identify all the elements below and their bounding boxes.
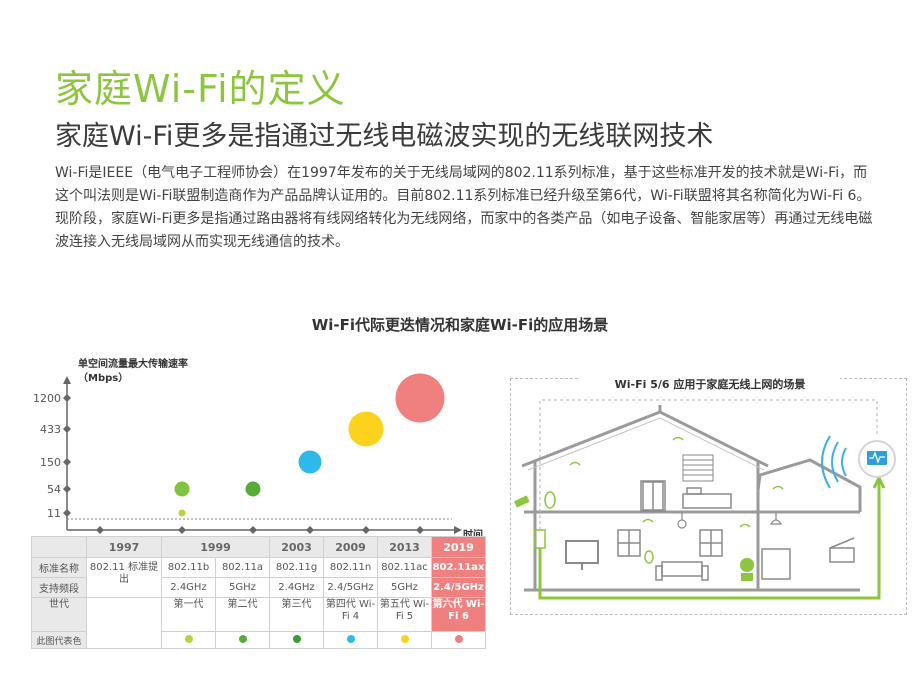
table-cell: 5GHz [215, 577, 270, 598]
table-cell-std-proposed: 802.11 标准提出 [86, 557, 162, 598]
table-year-header: 1997 [86, 536, 162, 558]
generation-color-dot [292, 634, 301, 643]
table-cell: 5GHz [377, 577, 432, 598]
y-tick-label: 433 [40, 423, 61, 436]
table-row: 支持频段 2.4GHz 5GHz 2.4GHz 2.4/5GHz 5GHz 2.… [31, 577, 486, 598]
y-axis-arrow [63, 376, 71, 384]
y-tick-label: 54 [47, 483, 61, 496]
table-cell: 第五代 Wi-Fi 5 [377, 597, 432, 632]
x-axis-arrow [454, 526, 462, 534]
data-point [298, 450, 322, 474]
y-tick-marker [63, 458, 71, 466]
table-cell: 第二代 [215, 597, 270, 632]
data-point [395, 373, 445, 423]
generation-color-dot [454, 634, 463, 643]
home-scene-frame [510, 378, 907, 615]
table-cell: 802.11a [215, 557, 270, 578]
table-year-header: 2019 [431, 536, 486, 558]
table-cell [431, 631, 486, 649]
table-row-label: 世代 [31, 597, 87, 632]
table-cell [161, 631, 216, 649]
generation-color-dot [238, 634, 247, 643]
table-year-header: 2013 [377, 536, 432, 558]
table-cell: 2.4/5GHz [323, 577, 378, 598]
table-cell: 802.11ac [377, 557, 432, 578]
table-row-label: 标准名称 [31, 557, 87, 578]
table-cell: 2.4GHz [269, 577, 324, 598]
table-row: 世代 第一代 第二代 第三代 第四代 Wi-Fi 4 第五代 Wi-Fi 5 第… [31, 597, 486, 649]
table-cell: 第三代 [269, 597, 324, 632]
y-tick-label: 11 [47, 507, 61, 520]
page-title: 家庭Wi-Fi的定义 [55, 67, 346, 111]
x-tick-marker [306, 526, 314, 534]
table-cell: 802.11n [323, 557, 378, 578]
data-point [174, 481, 190, 497]
wifi-generation-table: 1997 1999 2003 2009 2013 2019 标准名称 802.1… [31, 536, 486, 649]
generation-color-dot [400, 634, 409, 643]
table-cell: 802.11b [161, 557, 216, 578]
table-cell [269, 631, 324, 649]
x-tick-marker [178, 526, 186, 534]
scene-title: Wi-Fi 5/6 应用于家庭无线上网的场景 [580, 376, 840, 392]
table-row-label: 支持频段 [31, 577, 87, 598]
table-cell: 802.11g [269, 557, 324, 578]
table-header-row: 1997 1999 2003 2009 2013 2019 [31, 536, 486, 558]
table-year-header: 1999 [161, 536, 270, 558]
table-cell: 802.11ax [431, 557, 486, 578]
table-cell-empty [86, 597, 162, 649]
table-cell: 2.4/5GHz [431, 577, 486, 598]
intro-paragraph-1: Wi-Fi是IEEE（电气电子工程师协会）在1997年发布的关于无线局域网的80… [55, 165, 871, 204]
generation-color-dot [184, 634, 193, 643]
intro-text: Wi-Fi是IEEE（电气电子工程师协会）在1997年发布的关于无线局域网的80… [55, 162, 875, 254]
table-cell [323, 631, 378, 649]
y-tick-marker [63, 425, 71, 433]
y-tick-marker [63, 509, 71, 517]
y-tick-label: 150 [40, 456, 61, 469]
data-point [245, 481, 261, 497]
table-row-label: 此图代表色 [31, 631, 87, 649]
x-tick-marker [416, 526, 424, 534]
table-cell: 第六代 Wi-Fi 6 [431, 597, 486, 632]
y-tick-label: 1200 [33, 392, 61, 405]
x-tick-marker [362, 526, 370, 534]
table-cell: 第四代 Wi-Fi 4 [323, 597, 378, 632]
page-subtitle: 家庭Wi-Fi更多是指通过无线电磁波实现的无线联网技术 [55, 121, 714, 152]
intro-paragraph-2: 现阶段，家庭Wi-Fi更多是指通过路由器将有线网络转化为无线网络，而家中的各类产… [55, 211, 873, 250]
x-tick-marker [249, 526, 257, 534]
chart-title: Wi-Fi代际更迭情况和家庭Wi-Fi的应用场景 [311, 316, 609, 334]
x-tick-marker [96, 526, 104, 534]
data-point [348, 411, 384, 447]
table-cell [215, 631, 270, 649]
chart-y-axis-label: 单空间流量最大传输速率（Mbps） [78, 359, 188, 384]
table-year-header: 2003 [269, 536, 324, 558]
y-tick-marker [63, 485, 71, 493]
data-point [178, 509, 186, 517]
table-cell [377, 631, 432, 649]
chart-x-axis-label: 时间 [463, 530, 483, 541]
generation-color-dot [346, 634, 355, 643]
table-row: 标准名称 802.11 标准提出 802.11b 802.11a 802.11g… [31, 557, 486, 598]
table-cell: 2.4GHz [161, 577, 216, 598]
table-row: 此图代表色 [31, 631, 486, 649]
table-corner [31, 536, 87, 558]
table-year-header: 2009 [323, 536, 378, 558]
y-tick-marker [63, 394, 71, 402]
table-cell: 第一代 [161, 597, 216, 632]
